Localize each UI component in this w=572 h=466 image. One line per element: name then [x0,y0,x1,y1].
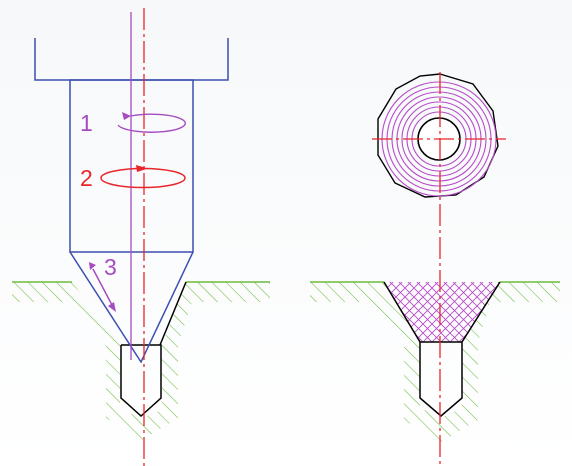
right-view [310,72,560,466]
oscillation-3-arrow [89,262,116,312]
label-step-2: 2 [80,165,93,191]
rotation-2-arrow [100,165,186,189]
label-step-1: 1 [80,110,93,136]
bore-end-view [372,73,506,198]
label-step-3: 3 [104,254,117,280]
workpiece-hole-left [120,281,187,418]
ground-hatch-left [12,281,270,440]
left-view: 1 2 3 [12,8,270,466]
rotation-1-arrow [117,112,187,133]
ground-hatch-right [310,281,560,442]
workpiece-hole-right [383,281,501,417]
